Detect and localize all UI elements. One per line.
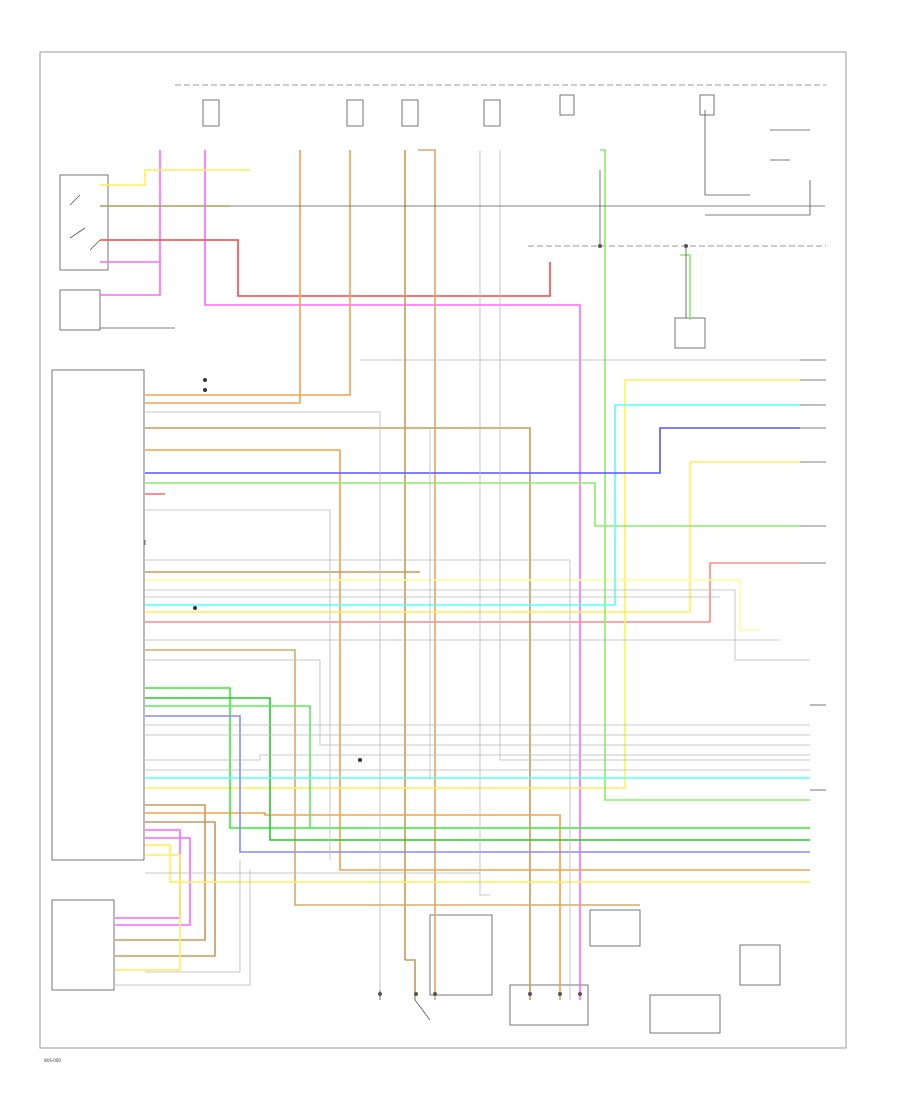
relay-box: [59, 174, 109, 331]
wire-tan-1: [404, 150, 416, 1000]
wire-yellow-4: [145, 379, 800, 789]
wire-lightgreen-2: [600, 149, 810, 801]
ground-markers: [193, 244, 688, 996]
wire-green-2: [145, 697, 810, 841]
wire-tan-7: [115, 821, 216, 957]
fuse-group: [202, 94, 715, 127]
wire-green-4: [680, 254, 691, 320]
diagram-border: [39, 51, 847, 1049]
footer-code: W/S-000: [44, 1058, 61, 1063]
wire-yellow-5: [145, 844, 810, 883]
wire-orange-2: [145, 449, 810, 871]
wire-blue-1: [145, 427, 800, 474]
wire-blue-2: [145, 715, 810, 853]
wire-pink-1: [100, 150, 161, 296]
wire-tan-6: [115, 804, 206, 941]
wire-green-3: [145, 705, 311, 828]
wire-tan-3: [145, 427, 531, 1000]
wire-green-1: [145, 687, 810, 829]
wire-red-1: [100, 239, 551, 297]
control-module: [51, 369, 145, 991]
wire-lightgreen-1: [145, 482, 800, 527]
wire-salmon-1: [145, 562, 800, 623]
bottom-components: [429, 909, 781, 1034]
terminal-markers: [800, 359, 826, 791]
wire-pink-2: [204, 150, 581, 1000]
wire-paleyellow-1: [145, 579, 760, 631]
wire-yellow-6: [115, 854, 181, 971]
wire-orange-4: [145, 150, 351, 396]
wire-yellow-3: [145, 461, 800, 613]
wire-orange-3: [145, 812, 561, 1000]
ac-compressor-relay: [674, 110, 811, 349]
gray-wire-group: [115, 150, 810, 1000]
wire-cyan-1: [145, 404, 800, 606]
wire-orange-1: [145, 150, 301, 404]
dark-line-group: [100, 170, 825, 1021]
wire-tan-2: [418, 149, 436, 1000]
wire-yellow-1: [100, 169, 250, 186]
